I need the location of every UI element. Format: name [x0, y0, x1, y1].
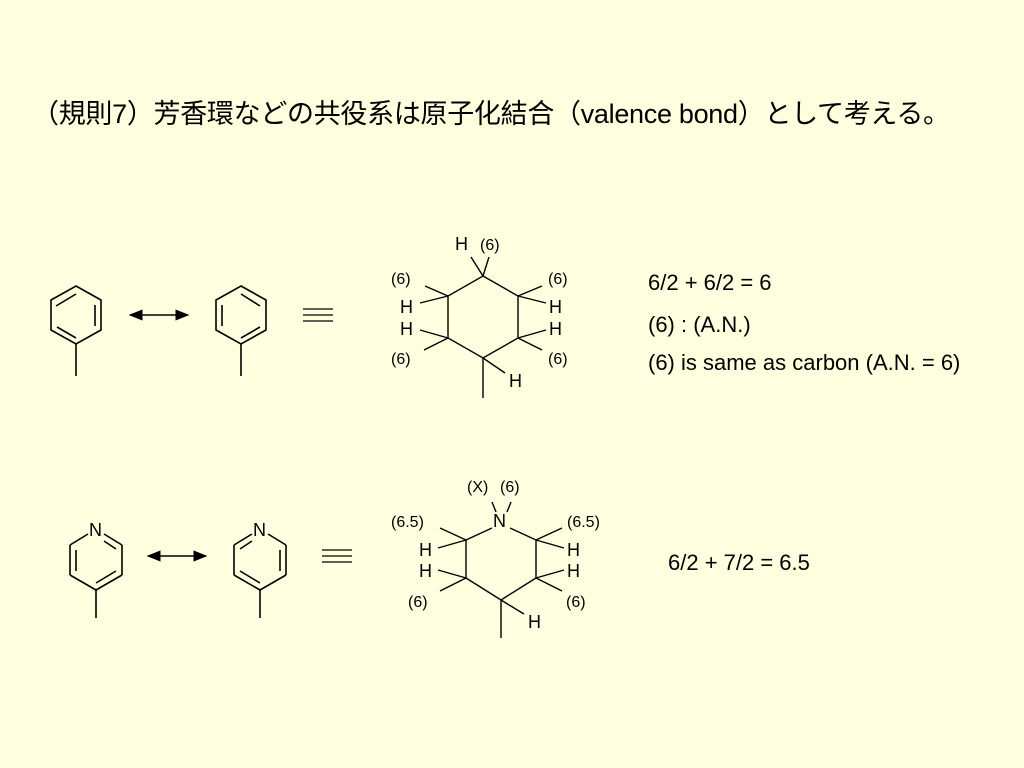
equation-line: (6) is same as carbon (A.N. = 6) [648, 350, 960, 375]
h-right-1-label: H [567, 540, 580, 560]
toluene-labels: H (6) (6) (6) H H H H (6) (6) H [391, 234, 568, 391]
an-n-label: (6) [500, 479, 520, 496]
slide-title: （規則7）芳香環などの共役系は原子化結合（valence bond）として考える… [32, 99, 950, 129]
h-bottom-label: H [509, 371, 522, 391]
ring-n-label: N [89, 520, 102, 540]
h-right-1-label: H [549, 297, 562, 317]
equation-line: 6/2 + 6/2 = 6 [648, 270, 772, 295]
an-upper-left-label: (6) [391, 271, 411, 288]
equation-line: 6/2 + 7/2 = 6.5 [668, 550, 810, 575]
equivalence-sign-2 [322, 549, 352, 563]
an-x-label: (X) [467, 479, 488, 496]
pyridine-valence-bond-ring [437, 501, 565, 638]
an-upper-left-label: (6.5) [391, 514, 424, 531]
an-lower-right-label: (6) [566, 594, 586, 611]
toluene-kekule-2 [215, 285, 267, 376]
pyridine-labels: (X) (6) N (6.5) (6.5) H H H H (6) (6) H [391, 479, 600, 632]
an-lower-left-label: (6) [391, 351, 411, 368]
an-upper-right-label: (6) [548, 271, 568, 288]
h-right-2-label: H [567, 561, 580, 581]
toluene-kekule-1 [50, 285, 102, 376]
h-bottom-label: H [528, 612, 541, 632]
h-right-2-label: H [549, 319, 562, 339]
an-top-label: (6) [480, 237, 500, 254]
n-atom-label: N [493, 511, 506, 531]
pyridine-kekule-1 [69, 533, 123, 618]
equivalence-sign-1 [303, 308, 333, 322]
an-lower-right-label: (6) [548, 351, 568, 368]
pyridine-equations: 6/2 + 7/2 = 6.5 [668, 550, 810, 575]
h-left-2-label: H [400, 319, 413, 339]
pyridine-kekule-2 [233, 533, 287, 618]
an-upper-right-label: (6.5) [567, 514, 600, 531]
an-lower-left-label: (6) [408, 594, 428, 611]
h-top-label: H [455, 234, 468, 254]
toluene-equations: 6/2 + 6/2 = 6 (6) : (A.N.) (6) is same a… [648, 270, 960, 375]
h-left-1-label: H [419, 540, 432, 560]
ring-n-label: N [253, 520, 266, 540]
toluene-valence-bond-ring [419, 256, 547, 398]
h-left-2-label: H [419, 561, 432, 581]
equation-line: (6) : (A.N.) [648, 312, 751, 337]
h-left-1-label: H [400, 297, 413, 317]
